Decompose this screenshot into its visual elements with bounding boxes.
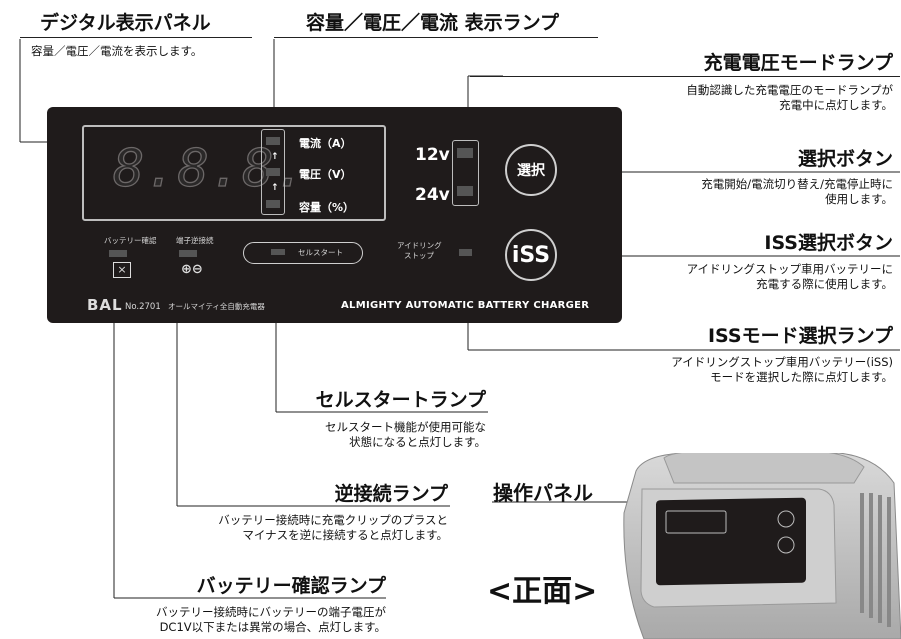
lamp-cell-start [271, 249, 285, 255]
voltage-12-label: 12v [415, 145, 450, 165]
front-label: <正面> [487, 574, 598, 609]
polarity-icon: ⊕⊖ [181, 262, 203, 277]
lamp-current-label: 電流（A） [299, 137, 352, 150]
voltage-mode-desc-1: 自動認識した充電電圧のモードランプが [686, 83, 893, 97]
battery-icon: × [113, 262, 131, 278]
voltage-24-label: 24v [415, 185, 450, 205]
digital-panel-title: デジタル表示パネル [40, 12, 211, 34]
cell-start-title: セルスタートランプ [315, 389, 486, 411]
operation-panel-label: 操作パネル [493, 481, 593, 505]
lamp-reverse [179, 250, 197, 257]
lamp-iss [459, 249, 472, 256]
charger-photo [623, 453, 901, 639]
product-name: ALMIGHTY AUTOMATIC BATTERY CHARGER [341, 300, 590, 311]
iss-button-desc-1: アイドリングストップ車用バッテリーに [686, 262, 893, 276]
lamp-voltage-label: 電圧（V） [299, 168, 352, 181]
reverse-panel-label: 端子逆接続 [176, 236, 214, 245]
battery-check-desc-2: DC1V以下または異常の場合、点灯します。 [159, 620, 386, 634]
iss-button-title: ISS選択ボタン [764, 232, 893, 254]
idling-stop-label-2: ストップ [404, 251, 434, 260]
voltage-mode-desc-2: 充電中に点灯します。 [779, 98, 893, 112]
voltage-lamp-frame [452, 140, 479, 206]
reverse-lamp-desc-2: マイナスを逆に接続すると点灯します。 [242, 528, 448, 542]
digital-panel-underline [20, 37, 252, 38]
lamp-current [266, 137, 280, 145]
battery-check-panel-label: バッテリー確認 [104, 236, 157, 245]
lamp-column-frame [261, 129, 285, 215]
select-button-desc-2: 使用します。 [825, 192, 893, 206]
battery-check-title: バッテリー確認ランプ [196, 575, 386, 597]
arrow-up-icon: ↑ [271, 183, 279, 193]
display-frame [82, 125, 386, 221]
iss-button-desc-2: 充電する際に使用します。 [756, 277, 893, 291]
idling-stop-label-1: アイドリング [397, 241, 442, 250]
model-description: オールマイティ全自動充電器 [168, 302, 265, 311]
voltage-mode-title: 充電電圧モードランプ [703, 52, 893, 74]
lamp-12v [457, 148, 473, 158]
cell-start-desc-2: 状態になると点灯します。 [349, 435, 486, 449]
iss-button[interactable]: iSS [505, 229, 557, 281]
select-button-desc-1: 充電開始/電流切り替え/充電停止時に [701, 177, 893, 191]
lamp-24v [457, 186, 473, 196]
select-button[interactable]: 選択 [505, 144, 557, 196]
lamps-underline [274, 37, 598, 38]
cell-start-desc-1: セルスタート機能が使用可能な [325, 420, 486, 434]
lamp-capacity [266, 200, 280, 208]
lamp-battery-check [109, 250, 127, 257]
brand-logo: BAL [87, 296, 123, 314]
cell-start-frame [243, 242, 363, 264]
digital-panel-desc: 容量／電圧／電流を表示します。 [31, 44, 203, 58]
lamp-capacity-label: 容量（%） [299, 201, 355, 214]
iss-lamp-desc-1: アイドリングストップ車用バッテリー(iSS) [671, 355, 893, 369]
model-number: No.2701 [125, 302, 161, 312]
select-button-title: 選択ボタン [797, 148, 893, 170]
reverse-lamp-title: 逆接続ランプ [334, 483, 448, 505]
voltage-mode-underline [470, 76, 900, 77]
control-panel: 8.8.8. ↑ ↑ 電流（A） 電圧（V） 容量（%） 12v 24v 選択 … [47, 107, 622, 323]
lamps-title: 容量／電圧／電流 表示ランプ [306, 12, 560, 34]
battery-check-desc-1: バッテリー接続時にバッテリーの端子電圧が [156, 605, 386, 619]
lamp-voltage [266, 168, 280, 176]
iss-lamp-title: ISSモード選択ランプ [707, 325, 893, 347]
reverse-lamp-desc-1: バッテリー接続時に充電クリップのプラスと [218, 513, 448, 527]
cell-start-panel-label: セルスタート [298, 248, 343, 257]
iss-lamp-desc-2: モードを選択した際に点灯します。 [710, 370, 893, 384]
arrow-up-icon: ↑ [271, 152, 279, 162]
